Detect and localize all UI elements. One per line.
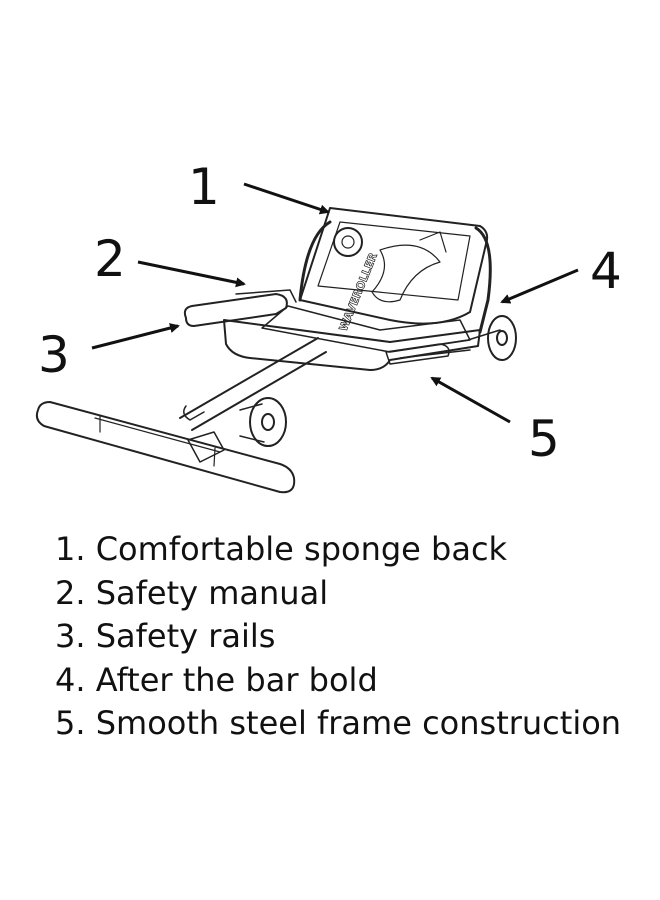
- legend-item-1: 1. Comfortable sponge back: [55, 530, 508, 568]
- callout-number-5: 5: [528, 410, 560, 468]
- callout-arrow-5: [430, 376, 511, 424]
- kart-drawing: [35, 207, 517, 494]
- safety-rail-right: [385, 343, 450, 365]
- legend-item-2: 2. Safety manual: [55, 573, 329, 612]
- callout-number-3: 3: [38, 326, 70, 384]
- backrest-rail-left: [298, 220, 332, 302]
- rear-wheel: [487, 315, 517, 361]
- seat-base: [223, 319, 481, 371]
- legend-item-5: 5. Smooth steel frame construction: [55, 704, 622, 742]
- callout-arrow-1: [243, 182, 330, 215]
- safety-rail-left: [183, 293, 288, 327]
- callout-number-2: 2: [94, 230, 126, 288]
- callout-number-1: 1: [188, 158, 220, 216]
- callout-arrow-2: [137, 260, 246, 288]
- callout-arrow-3: [91, 323, 180, 350]
- legend-item-4: 4. After the bar bold: [55, 660, 378, 699]
- feature-legend: 1. Comfortable sponge back 2. Safety man…: [55, 528, 621, 746]
- front-handlebar: [35, 401, 296, 494]
- front-wheel: [239, 397, 287, 447]
- legend-item-3: 3. Safety rails: [55, 617, 276, 655]
- callout-number-4: 4: [590, 242, 622, 300]
- backrest-rail-right: [474, 226, 492, 334]
- frame-long-bar: [179, 337, 327, 431]
- seat-backrest: [299, 207, 489, 325]
- callout-arrow-4: [500, 268, 579, 304]
